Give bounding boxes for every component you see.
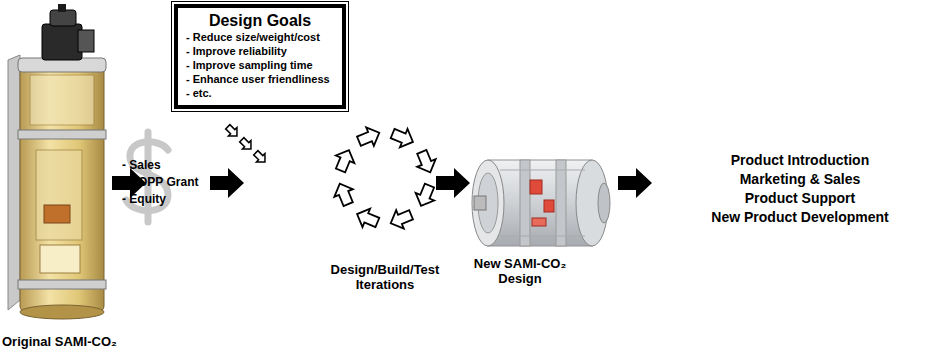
product-step: Product Support	[676, 190, 924, 207]
goal-item: - Improve sampling time	[186, 58, 334, 72]
funding-item: - Equity	[122, 192, 212, 207]
iteration-cycle	[331, 124, 440, 233]
goal-item: - etc.	[186, 86, 334, 100]
cycle-arrow	[355, 124, 383, 151]
goals-box: Design Goals- Reduce size/weight/cost- I…	[174, 4, 346, 109]
goal-item: - Improve reliability	[186, 44, 334, 58]
goal-arrows	[224, 123, 270, 167]
cycle-caption: Design/Build/Test Iterations	[315, 262, 455, 292]
box-heading: Design Goals	[186, 11, 334, 30]
original-instrument	[8, 4, 106, 319]
cycle-arrow	[353, 205, 381, 232]
product-step: Marketing & Sales	[676, 171, 924, 188]
instrument-caption: Original SAMI-CO₂	[2, 334, 142, 349]
goal-item: - Reduce size/weight/cost	[186, 30, 334, 44]
instrument-caption: New SAMI-CO₂ Design	[458, 256, 582, 286]
cycle-arrow	[389, 124, 417, 151]
goal-item: - Enhance user friendliness	[186, 72, 334, 86]
funding-item: - Sales	[122, 158, 212, 173]
cycle-arrow	[412, 182, 439, 210]
cycle-arrow	[331, 180, 358, 208]
cycle-arrow	[387, 206, 415, 233]
cycle-arrow	[331, 146, 358, 174]
cycle-arrow	[413, 148, 440, 176]
funding-item: - NOPP Grant	[122, 175, 212, 190]
product-step: Product Introduction	[676, 152, 924, 169]
new-instrument	[472, 160, 610, 246]
product-step: New Product Development	[676, 209, 924, 226]
